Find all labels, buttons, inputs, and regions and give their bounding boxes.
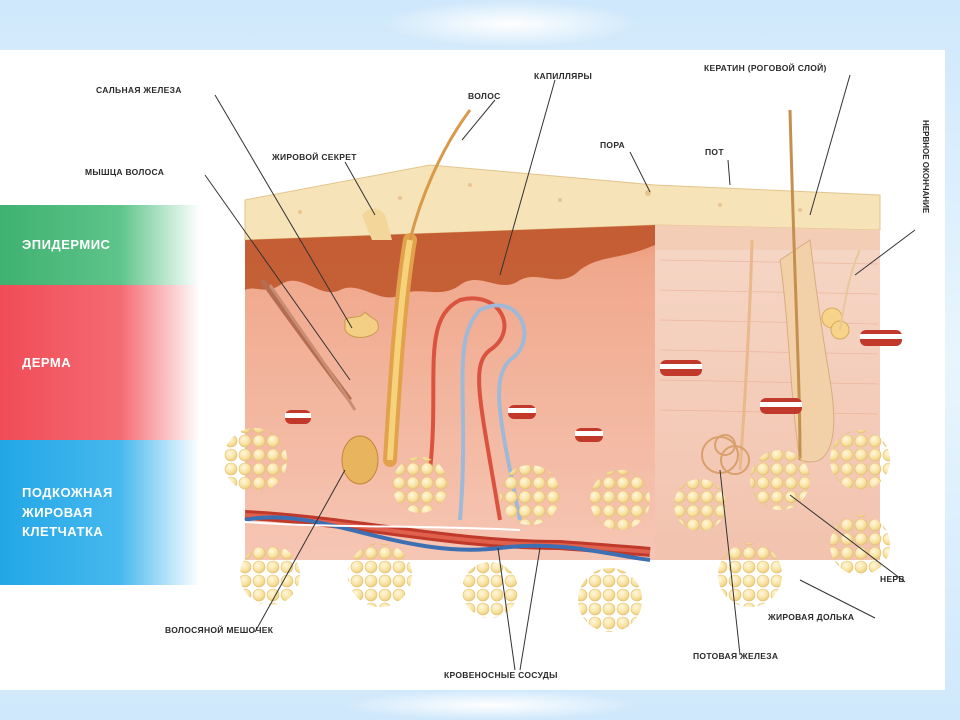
fat-lobules	[223, 428, 890, 632]
layer-label-subcutaneous-2: ЖИРОВАЯ	[22, 504, 93, 520]
label-nerve: НЕРВ	[880, 574, 905, 584]
vessel-cross-sections	[285, 330, 902, 442]
label-sebum: ЖИРОВОЙ СЕКРЕТ	[272, 152, 357, 162]
label-hair-muscle: МЫШЦА ВОЛОСА	[85, 167, 165, 177]
label-sebaceous-gland: САЛЬНАЯ ЖЕЛЕЗА	[96, 85, 182, 95]
layer-label-subcutaneous: ПОДКОЖНАЯ ЖИРОВАЯ КЛЕТЧАТКА	[22, 483, 113, 542]
layer-label-epidermis: ЭПИДЕРМИС	[22, 237, 111, 253]
top-glow	[380, 0, 640, 48]
label-nerve-ending: НЕРВНОЕ ОКОНЧАНИЕ	[921, 120, 930, 214]
layer-band-dermis: ДЕРМА	[0, 285, 200, 440]
label-fat-lobule: ЖИРОВАЯ ДОЛЬКА	[768, 612, 855, 622]
label-hair-follicle: ВОЛОСЯНОЙ МЕШОЧЕК	[165, 625, 274, 635]
layer-label-subcutaneous-3: КЛЕТЧАТКА	[22, 524, 104, 540]
bottom-glow	[340, 690, 640, 720]
layer-band-epidermis: ЭПИДЕРМИС	[0, 205, 200, 285]
label-pore: ПОРА	[600, 140, 625, 150]
capillary-loops	[428, 296, 527, 521]
nerve-ending	[821, 249, 861, 340]
label-blood-vessels: КРОВЕНОСНЫЕ СОСУДЫ	[444, 670, 558, 680]
pores	[298, 183, 802, 214]
main-blood-vessels	[244, 510, 651, 562]
layer-band-subcutaneous: ПОДКОЖНАЯ ЖИРОВАЯ КЛЕТЧАТКА	[0, 440, 200, 585]
label-keratin: КЕРАТИН (РОГОВОЙ СЛОЙ)	[704, 63, 827, 73]
leader-lines	[204, 74, 916, 671]
epidermis-layer	[244, 164, 881, 298]
label-sweat-gland: ПОТОВАЯ ЖЕЛЕЗА	[693, 651, 779, 661]
layer-label-dermis: ДЕРМА	[22, 354, 72, 370]
layer-label-subcutaneous-1: ПОДКОЖНАЯ	[22, 485, 113, 501]
label-capillaries: КАПИЛЛЯРЫ	[534, 71, 593, 81]
label-hair: ВОЛОС	[468, 91, 501, 101]
hair-structure	[259, 109, 472, 485]
label-sweat: ПОТ	[705, 147, 724, 157]
